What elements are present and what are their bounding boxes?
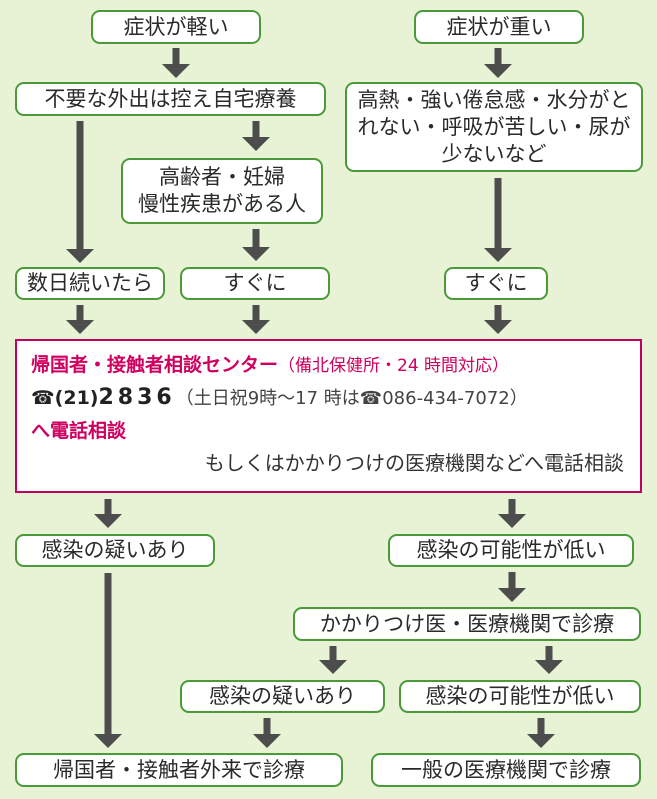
arrow-home-to-days (65, 121, 95, 263)
arrow-elderly-to-immediately (241, 229, 271, 261)
arrow-mild-to-home (161, 48, 191, 78)
arrow-right-to-center (483, 305, 513, 334)
arrow-days-to-center (65, 305, 95, 334)
phone-icon: ☎ (359, 388, 383, 409)
node-returnee-outpatient: 帰国者・接触者外来で診療 (15, 753, 343, 787)
node-elderly-line2: 慢性疾患がある人 (138, 192, 306, 216)
node-elderly-line1: 高齢者・妊婦 (159, 165, 285, 189)
node-family-doctor: かかりつけ医・医療機関で診療 (293, 607, 641, 641)
consultation-center-box: 帰国者・接触者相談センター（備北保健所・24 時間対応） ☎(21)2836（土… (15, 339, 642, 493)
node-low-probability-right: 感染の可能性が低い (388, 534, 634, 567)
node-low-probability-mid: 感染の可能性が低い (399, 680, 641, 713)
center-phone-line: ☎(21)2836（土日祝9時～17 時は☎086-434-7072） (31, 382, 628, 415)
arrow-center-to-suspected (93, 499, 123, 528)
node-after-days: 数日続いたら (15, 267, 165, 300)
node-immediately-right: すぐに (444, 267, 548, 300)
phone-icon: ☎ (31, 387, 55, 409)
node-severe-symptoms: 症状が重い (414, 10, 584, 44)
node-immediately-mid: すぐに (180, 267, 330, 300)
center-title-note: （備北保健所・24 時間対応） (278, 356, 510, 376)
center-title: 帰国者・接触者相談センター (31, 354, 279, 376)
arrow-signs-to-immediately (483, 178, 513, 262)
arrow-mid-to-center (241, 305, 271, 334)
center-hours-note: （土日祝9時～17 時は (175, 388, 360, 409)
node-general-medical: 一般の医療機関で診療 (371, 753, 641, 787)
node-suspected-mid: 感染の疑いあり (180, 680, 385, 713)
center-alt-phone: 086-434-7072） (382, 388, 528, 409)
arrow-suspected-mid-to-outpatient (252, 718, 282, 748)
node-severe-signs: 高熱・強い倦怠感・水分がとれない・呼吸が苦しい・尿が少ないなど (345, 82, 643, 172)
center-title-line: 帰国者・接触者相談センター（備北保健所・24 時間対応） (31, 349, 628, 382)
arrow-doctor-to-low (534, 646, 564, 674)
center-phone-number: 2836 (98, 385, 176, 410)
node-elderly-pregnant: 高齢者・妊婦 慢性疾患がある人 (121, 158, 323, 224)
arrow-home-to-elderly (241, 121, 271, 151)
arrow-center-to-low (497, 499, 527, 528)
center-alternative: もしくはかかりつけの医療機関などへ電話相談 (204, 451, 624, 475)
arrow-suspected-left-to-outpatient (93, 573, 123, 748)
node-mild-symptoms: 症状が軽い (91, 10, 261, 44)
center-call-instruction: へ電話相談 (31, 420, 127, 442)
center-area-code: (21) (54, 387, 99, 409)
arrow-doctor-to-suspected (318, 646, 348, 674)
node-stay-home: 不要な外出は控え自宅療養 (15, 82, 326, 116)
arrow-low-mid-to-general (526, 718, 556, 748)
arrow-severe-to-signs (483, 48, 513, 78)
arrow-low-to-family-doctor (497, 572, 527, 602)
node-suspected-left: 感染の疑いあり (15, 534, 215, 567)
